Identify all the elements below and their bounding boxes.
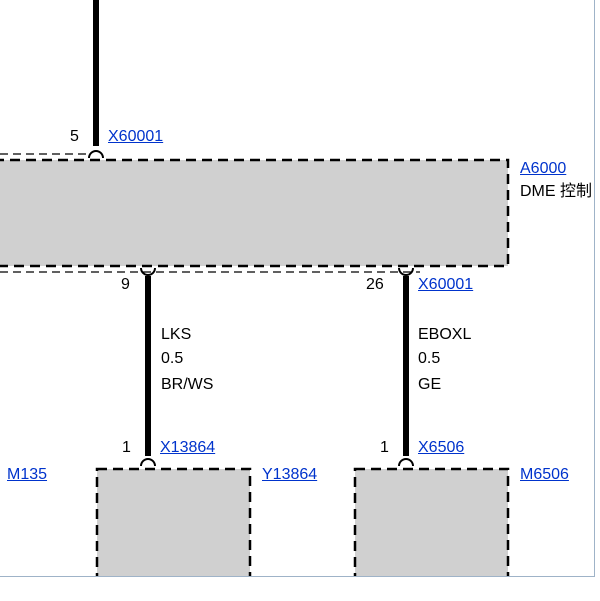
component-link[interactable]: M135 [7, 466, 48, 483]
pin-number: 5 [70, 128, 79, 145]
connector-link[interactable]: X60001 [108, 128, 164, 145]
connector-link[interactable]: X6506 [418, 439, 465, 456]
pin-number: 1 [380, 439, 389, 456]
pin-number: 1 [122, 439, 131, 456]
pin-arc-9 [140, 267, 156, 276]
frame-border-bottom [0, 576, 595, 577]
connector-link[interactable]: X60001 [418, 276, 474, 293]
wire-signal-name: LKS [161, 326, 192, 343]
component-link[interactable]: Y13864 [262, 466, 318, 483]
module-link[interactable]: A6000 [520, 160, 567, 177]
component-m135-y13864-box [95, 467, 252, 576]
wiring-diagram [0, 0, 510, 576]
wire-color-code: BR/WS [161, 376, 214, 393]
component-m6506-box [353, 467, 510, 576]
wire-size: 0.5 [161, 350, 184, 367]
module-a6000-box [0, 158, 510, 268]
connector-link[interactable]: X13864 [160, 439, 216, 456]
pin-number: 26 [366, 276, 384, 293]
pin-arc-x6506 [398, 458, 414, 467]
pin-arc-x13864 [140, 458, 156, 467]
wire-signal-name: EBOXL [418, 326, 472, 343]
module-name: DME 控制 [520, 183, 593, 200]
pin-number: 9 [121, 276, 130, 293]
pin-arc-5 [88, 150, 104, 159]
component-link[interactable]: M6506 [520, 466, 569, 483]
pin-arc-26 [398, 267, 414, 276]
diagram-viewport: 5 X60001 A6000 DME 控制 9 LKS 0.5 BR/WS 1 … [0, 0, 594, 576]
frame-border-right [594, 0, 595, 577]
wire-size: 0.5 [418, 350, 441, 367]
wire-color-code: GE [418, 376, 442, 393]
